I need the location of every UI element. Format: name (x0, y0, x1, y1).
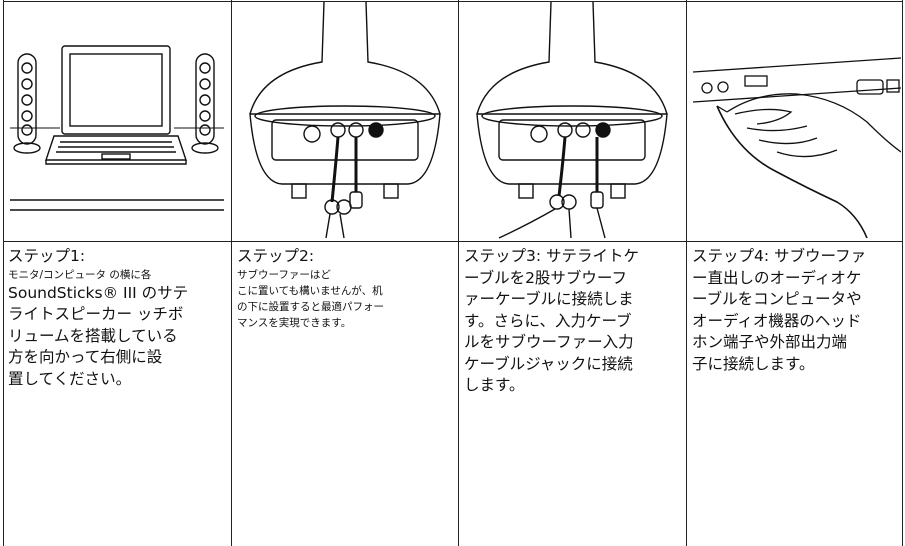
step-1-line1: モニタ/コンピュータ の横に各 (8, 269, 152, 281)
laptop-with-speakers-illustration (4, 2, 230, 240)
step-2-title: ステップ2: (237, 247, 315, 265)
step-3-text: ステップ3: サテライトケ ーブルを2股サブウーフ ァーケーブルに接続しま す。… (464, 246, 686, 397)
subwoofer-split-cable-illustration (459, 2, 685, 240)
column-divider (902, 0, 903, 546)
row-divider (3, 241, 903, 242)
step-2-text: ステップ2: サブウーファーはど こに置いても構いませんが、机 の下に設置すると… (237, 246, 457, 331)
step-4-text: ステップ4: サブウーファ ー直出しのオーディオケ ーブルをコンピュータや オー… (692, 246, 902, 375)
hand-plugging-cable-illustration (687, 2, 901, 240)
top-border (3, 1, 903, 2)
step-1-line2: SoundSticks® III のサテ (8, 284, 189, 302)
step-1-body: ライトスピーカー ッチボ リュームを搭載している 方を向かって右側に設 置してく… (8, 305, 184, 388)
column-divider (231, 0, 232, 546)
column-divider (458, 0, 459, 546)
step-2-body: サブウーファーはど こに置いても構いませんが、机 の下に設置すると最適パフォー … (237, 269, 384, 329)
column-divider (686, 0, 687, 546)
step-4-body: ステップ4: サブウーファ ー直出しのオーディオケ ーブルをコンピュータや オー… (692, 247, 867, 373)
step-1-text: ステップ1: モニタ/コンピュータ の横に各 SoundSticks® III … (8, 246, 230, 390)
column-divider (3, 0, 4, 546)
step-3-body: ステップ3: サテライトケ ーブルを2股サブウーフ ァーケーブルに接続しま す。… (464, 247, 640, 394)
step-1-title: ステップ1: (8, 247, 86, 265)
subwoofer-rear-illustration (232, 2, 458, 240)
